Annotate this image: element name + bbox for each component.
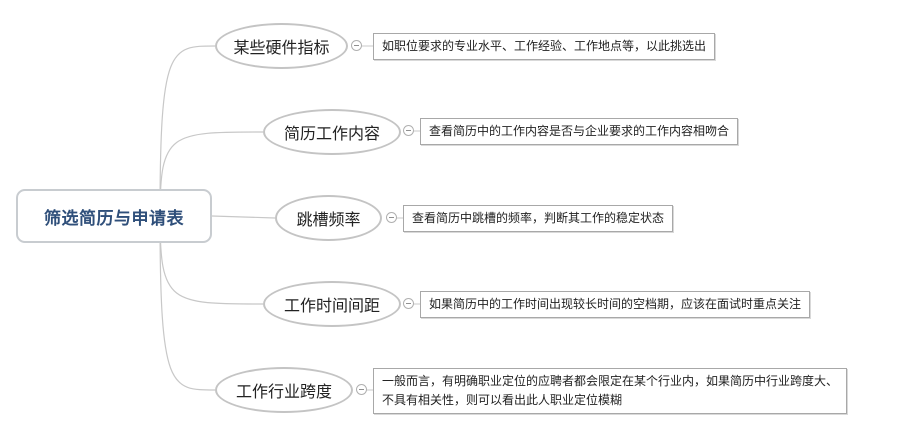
branch-work-content[interactable]: 简历工作内容 — [263, 109, 401, 155]
note-line: 一般而言，有明确职业定位的应聘者都会限定在某个行业内，如果简历中行业跨度大、 — [382, 374, 839, 388]
note-work-content: 查看简历中的工作内容是否与企业要求的工作内容相吻合 — [420, 118, 739, 145]
collapse-toggle-icon[interactable] — [351, 40, 362, 51]
note-line: 如果简历中的工作时间出现较长时间的空档期，应该在面试时重点关注 — [429, 297, 802, 311]
connector-line — [159, 45, 216, 217]
note-industry-span: 一般而言，有明确职业定位的应聘者都会限定在某个行业内，如果简历中行业跨度大、 不… — [373, 368, 848, 414]
branch-industry-span[interactable]: 工作行业跨度 — [215, 367, 353, 413]
note-line: 查看简历中的工作内容是否与企业要求的工作内容相吻合 — [429, 124, 730, 138]
connector-line — [159, 215, 216, 391]
collapse-toggle-icon[interactable] — [386, 212, 397, 223]
note-line: 如职位要求的专业水平、工作经验、工作地点等，以此挑选出 — [382, 39, 707, 53]
collapse-toggle-icon[interactable] — [403, 125, 414, 136]
note-work-gap: 如果简历中的工作时间出现较长时间的空档期，应该在面试时重点关注 — [420, 291, 811, 318]
branch-work-gap[interactable]: 工作时间间距 — [263, 281, 401, 327]
connector-line — [211, 215, 276, 219]
branch-hardware-criteria[interactable]: 某些硬件指标 — [215, 23, 348, 69]
note-job-hopping: 查看简历中跳槽的频率，判断其工作的稳定状态 — [403, 205, 674, 232]
note-line: 不具有相关性，则可以看出此人职业定位模糊 — [382, 393, 623, 407]
root-topic[interactable]: 筛选简历与申请表 — [16, 189, 212, 243]
branch-job-hopping[interactable]: 跳槽频率 — [275, 195, 382, 241]
note-hardware-criteria: 如职位要求的专业水平、工作经验、工作地点等，以此挑选出 — [373, 33, 716, 60]
collapse-toggle-icon[interactable] — [356, 384, 367, 395]
note-line: 查看简历中跳槽的频率，判断其工作的稳定状态 — [412, 211, 665, 225]
collapse-toggle-icon[interactable] — [403, 298, 414, 309]
